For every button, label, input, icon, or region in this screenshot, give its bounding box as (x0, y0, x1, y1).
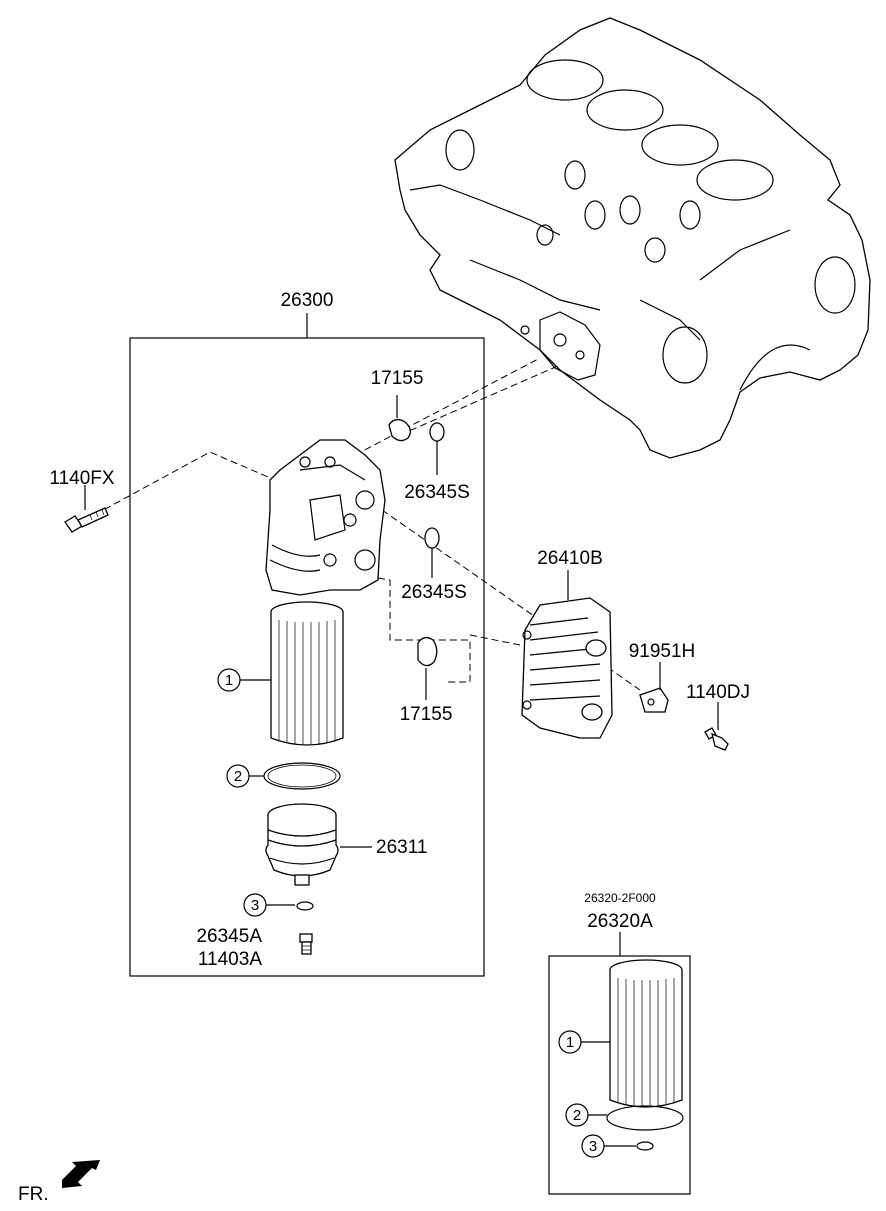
callout-circle-3 (243, 893, 267, 917)
callout-element: 1 (225, 672, 233, 689)
label-front: FR. (18, 1184, 49, 1205)
gasket: 2 (226, 762, 341, 790)
label-cooler: 26410B (537, 548, 603, 569)
label-seal-top: 26345S (404, 482, 470, 503)
label-plug-a: 26345A (196, 926, 262, 947)
kit-callout-circle-2 (565, 1103, 589, 1127)
label-oring-bottom: 17155 (400, 704, 453, 725)
kit-callout-element: 1 (566, 1034, 574, 1051)
label-plug-b: 11403A (198, 949, 262, 970)
label-bracket: 91951H (629, 641, 696, 662)
label-bolt-left: 1140FX (49, 468, 114, 489)
label-cap: 26311 (376, 837, 427, 858)
callout-oring: 3 (251, 897, 259, 914)
kit-box (548, 955, 691, 1195)
callout-circle-2 (226, 764, 250, 788)
drain-plug: 26345A 11403A (196, 926, 313, 970)
kit-oring: 3 (581, 1134, 654, 1158)
kit-callout-circle-1 (558, 1030, 582, 1054)
oil-cooler-26410b: 26410B (521, 548, 613, 739)
small-oring: 3 (243, 893, 314, 917)
kit-gasket: 2 (565, 1103, 684, 1131)
label-kit-code: 26320-2F000 (584, 891, 656, 905)
oring-17155-top: 17155 (371, 368, 424, 442)
seal-26345s-mid: 26345S (401, 527, 467, 603)
bolt-1140dj: 1140DJ (686, 682, 750, 751)
label-bolt-right: 1140DJ (686, 682, 750, 703)
label-kit: 26320A (587, 911, 653, 932)
filter-cap-26311: 26311 (265, 803, 427, 886)
bolt-1140fx: 1140FX (49, 468, 115, 533)
filter-element: 1 (217, 601, 344, 746)
kit-callout-gasket: 2 (573, 1107, 581, 1124)
front-marker: FR. (18, 1160, 100, 1205)
engine-block (394, 17, 871, 459)
seal-26345s-top: 26345S (404, 422, 470, 503)
label-seal-mid: 26345S (401, 582, 467, 603)
label-oring-top: 17155 (371, 368, 424, 389)
label-main-assembly: 26300 (281, 290, 334, 311)
bracket-91951h: 91951H (629, 641, 696, 713)
kit-callout-oring: 3 (589, 1138, 597, 1155)
kit-filter-element: 1 (558, 959, 683, 1108)
callout-gasket: 2 (234, 768, 242, 785)
callout-circle-1 (217, 668, 241, 692)
oring-17155-bottom: 17155 (400, 636, 453, 725)
filter-housing (265, 439, 386, 596)
kit-callout-circle-3 (581, 1134, 605, 1158)
arrow-down-left-icon (62, 1160, 100, 1188)
